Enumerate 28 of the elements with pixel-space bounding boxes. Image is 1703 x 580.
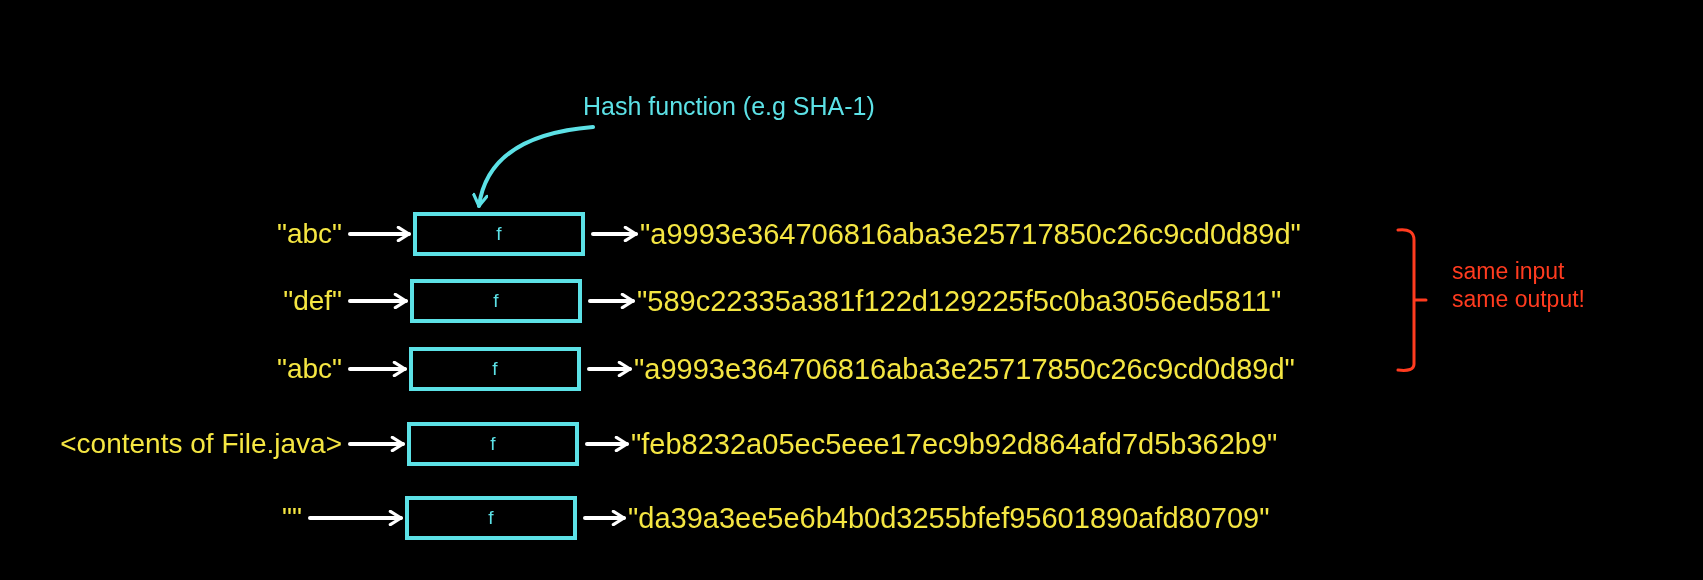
input-text: "abc" xyxy=(276,352,342,386)
arrow xyxy=(348,225,411,243)
arrow xyxy=(585,435,629,453)
arrow xyxy=(583,509,626,527)
hash-function-label: Hash function (e.g SHA-1) xyxy=(583,91,875,121)
hash-output-text: "a9993e364706816aba3e25717850c26c9cd0d89d" xyxy=(640,216,1301,252)
note-text: same input same output! xyxy=(1452,258,1586,314)
arrow xyxy=(588,292,635,310)
arrow xyxy=(591,225,638,243)
arrow xyxy=(308,509,403,527)
arrow xyxy=(348,435,405,453)
hash-output-text: "589c22335a381f122d129225f5c0ba3056ed5811" xyxy=(637,283,1282,319)
hash-output-text: "a9993e364706816aba3e25717850c26c9cd0d89d" xyxy=(634,351,1295,387)
function-box: f xyxy=(407,422,579,466)
hash-output-text: "da39a3ee5e6b4b0d3255bfef95601890afd80709" xyxy=(628,500,1270,536)
function-box: f xyxy=(405,496,577,540)
arrow xyxy=(348,292,408,310)
arrow xyxy=(473,125,595,208)
function-box: f xyxy=(409,347,581,391)
function-box: f xyxy=(413,212,585,256)
hash-output-text: "feb8232a05ec5eee17ec9b92d864afd7d5b362b9" xyxy=(631,426,1278,462)
input-text: "" xyxy=(282,501,302,535)
input-text: "def" xyxy=(283,284,342,318)
arrow xyxy=(348,360,407,378)
function-box: f xyxy=(410,279,582,323)
input-text: "abc" xyxy=(276,217,342,251)
arrow xyxy=(587,360,632,378)
input-text: <contents of File.java> xyxy=(60,427,342,461)
